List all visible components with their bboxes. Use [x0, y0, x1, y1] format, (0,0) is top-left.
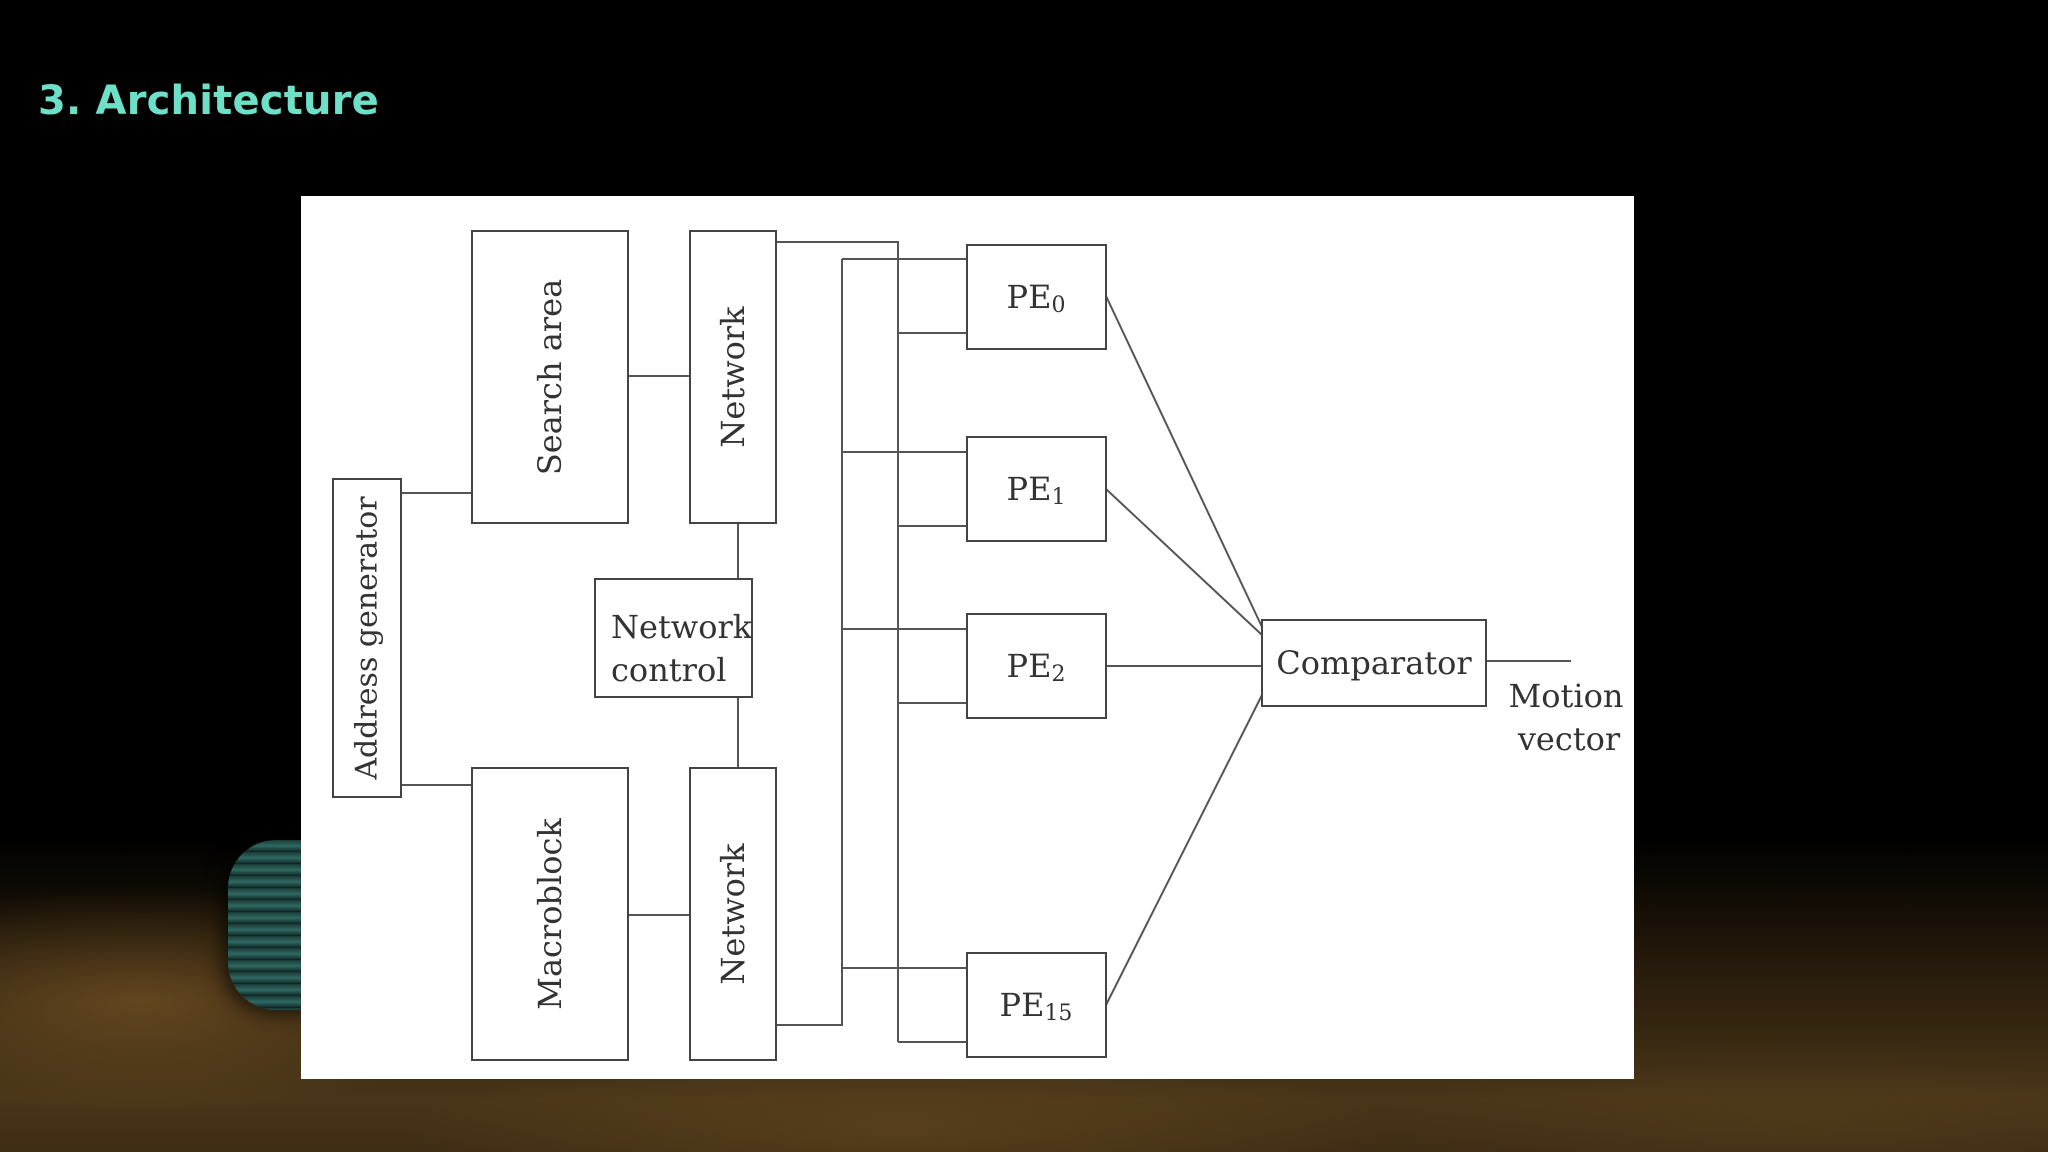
network-bottom-label: Network [714, 843, 752, 985]
motion-vector-label-line1: Motion [1509, 677, 1624, 715]
network-control-label-line2: control [611, 651, 726, 689]
motion-vector-output: Motion vector [1509, 677, 1624, 758]
bus-search-area [776, 241, 899, 1042]
comparator-block: Comparator [1261, 619, 1487, 707]
network-bottom-block: Network [689, 767, 777, 1061]
slide-title: 3. Architecture [38, 78, 379, 124]
network-top-label: Network [714, 306, 752, 448]
search-area-label: Search area [531, 279, 569, 475]
pe-block-1: PE1 [966, 436, 1107, 542]
comparator-label: Comparator [1276, 644, 1472, 682]
network-control-block: Network control [594, 578, 753, 698]
pe-block-15: PE15 [966, 952, 1107, 1058]
wire-pe1-comparator [1105, 488, 1263, 636]
motion-vector-label-line2: vector [1517, 720, 1621, 758]
address-generator-label: Address generator [350, 496, 385, 781]
pe-label-2: PE2 [1007, 647, 1066, 687]
pe-label-0: PE0 [1007, 278, 1066, 318]
connection-lines [401, 241, 1571, 1043]
pe-block-0: PE0 [966, 244, 1107, 350]
diagram-canvas: Address generator Search area Network Ne… [332, 230, 1624, 1061]
network-top-block: Network [689, 230, 777, 524]
pe-label-1: PE1 [1007, 470, 1066, 510]
search-area-block: Search area [471, 230, 629, 524]
pe-label-15: PE15 [1000, 986, 1073, 1026]
wire-pe0-comparator [1105, 295, 1263, 628]
macroblock-label: Macroblock [531, 818, 569, 1010]
pe-block-2: PE2 [966, 613, 1107, 719]
wire-pe15-comparator [1105, 694, 1263, 1006]
address-generator-block: Address generator [332, 478, 402, 798]
macroblock-block: Macroblock [471, 767, 629, 1061]
bus-macroblock [776, 259, 843, 1026]
network-control-label-line1: Network [611, 608, 753, 646]
architecture-diagram: Address generator Search area Network Ne… [301, 196, 1634, 1079]
